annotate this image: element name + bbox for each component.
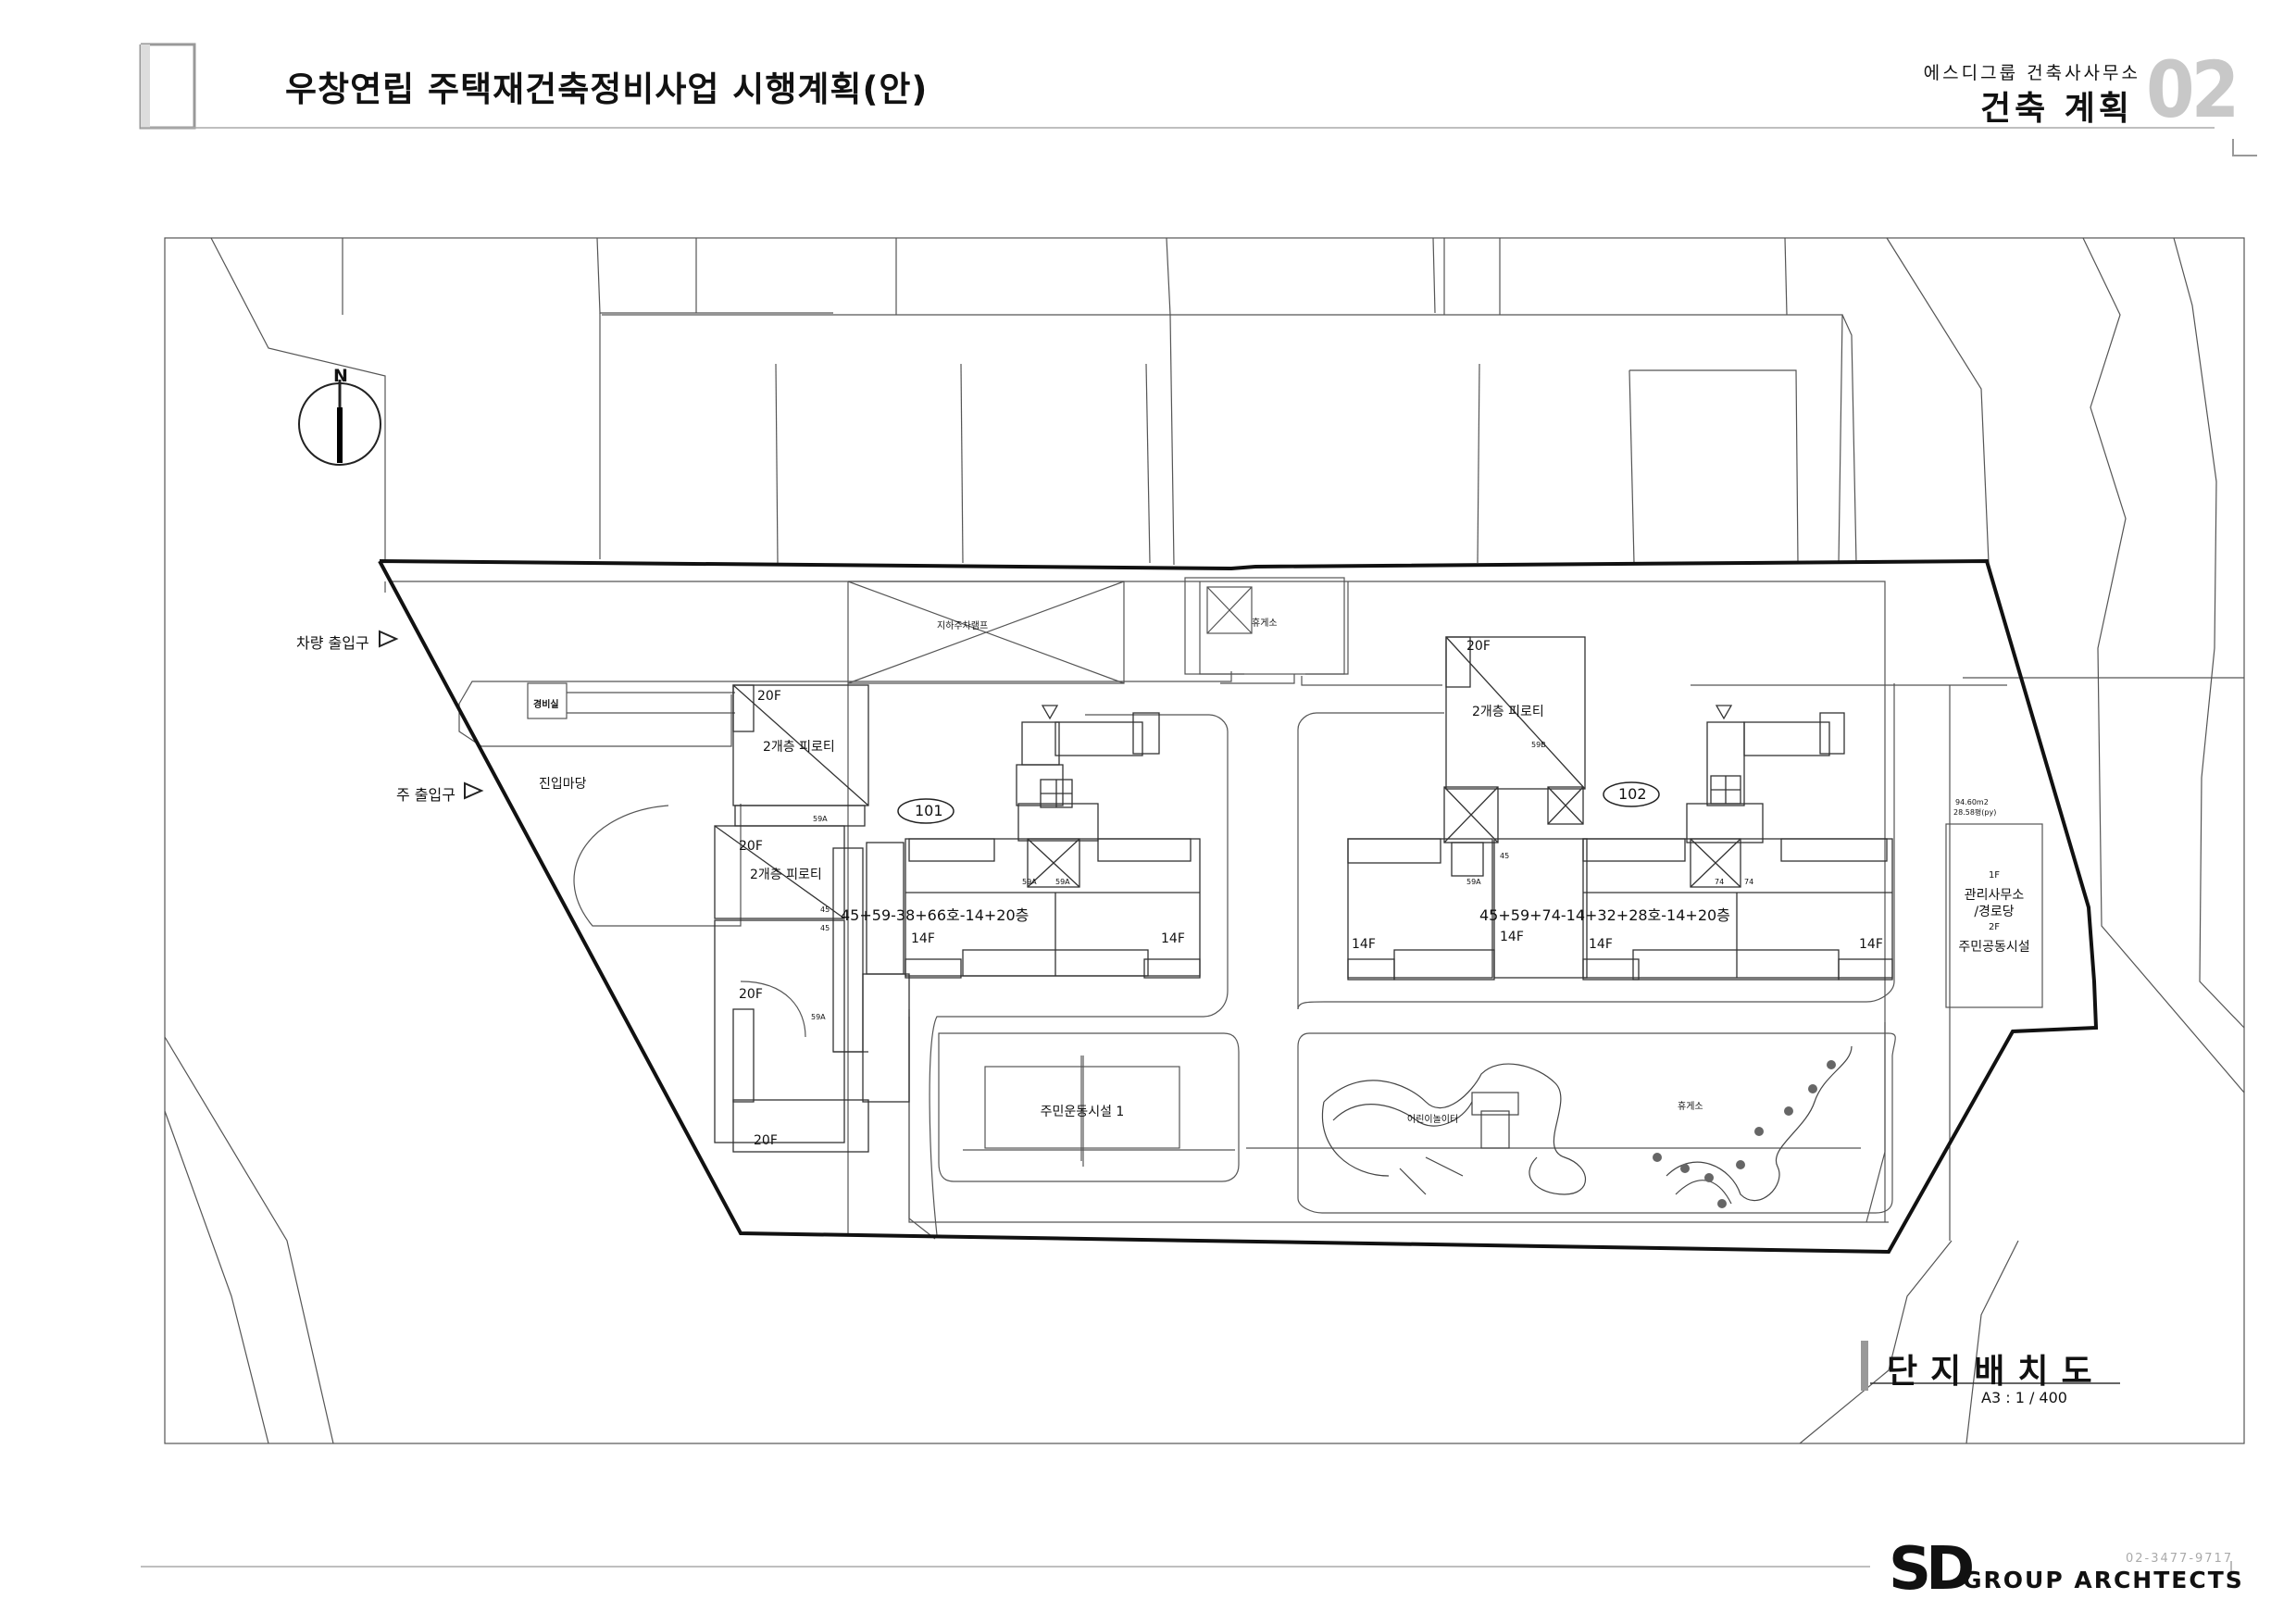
wing-101-floors-top: 20F bbox=[757, 689, 781, 704]
management-1f-name-2: /경로당 bbox=[1974, 905, 2015, 919]
management-1f-name: 관리사무소 bbox=[1964, 888, 2025, 903]
management-2f-name: 주민공동시설 bbox=[1958, 940, 2030, 955]
document-title: 우창연립 주택재건축정비사업 시행계획(안) bbox=[285, 69, 929, 109]
plan-scale: A3 : 1 / 400 bbox=[1981, 1389, 2067, 1406]
management-1f: 1F bbox=[1988, 870, 2001, 881]
building-102-floors-right: 14F bbox=[1859, 937, 1883, 952]
building-102-number: 102 bbox=[1618, 785, 1647, 803]
compass-north: N bbox=[333, 366, 348, 386]
management-pyeong: 28.58평(py) bbox=[1953, 808, 1997, 817]
parking-ramp-label: 지하주차램프 bbox=[937, 621, 989, 631]
building-102-floors-left: 14F bbox=[1352, 937, 1376, 952]
wing-101-floors-mid: 20F bbox=[739, 839, 763, 854]
building-102-floors-mid: 14F bbox=[1500, 930, 1524, 944]
phone-number: 02-3477-9717 bbox=[2126, 1552, 2234, 1566]
unit-label: 59A bbox=[1022, 878, 1037, 886]
rest-kiosk-label: 휴게소 bbox=[1252, 618, 1278, 629]
logo-text: GROUP ARCHTECTS bbox=[1963, 1567, 2244, 1593]
wing-101-floors-low: 20F bbox=[739, 987, 763, 1002]
section-number: 02 bbox=[2146, 44, 2240, 135]
unit-label: 59A bbox=[813, 815, 828, 823]
guard-house-label: 경비실 bbox=[533, 700, 559, 710]
wing-102-pilotis: 2개층 피로티 bbox=[1472, 705, 1544, 719]
header-frame bbox=[139, 43, 2257, 156]
building-101-floors-right: 14F bbox=[1161, 931, 1185, 946]
plan-title: 단지배치도 bbox=[1887, 1353, 2105, 1391]
section-title: 건축 계획 bbox=[1979, 90, 2133, 128]
unit-label: 59A bbox=[811, 1013, 826, 1021]
unit-label: 45 bbox=[820, 906, 830, 914]
wing-101-pilotis-2: 2개층 피로티 bbox=[750, 868, 822, 882]
firm-name: 에스디그룹 건축사사무소 bbox=[1923, 63, 2140, 83]
building-102-unit-mix: 45+59+74-14+32+28호-14+20층 bbox=[1479, 906, 1730, 924]
unit-label: 45 bbox=[820, 924, 830, 932]
wing-102-floors-top: 20F bbox=[1466, 639, 1491, 654]
unit-label: 74 bbox=[1715, 878, 1725, 886]
building-102-floors-center: 14F bbox=[1589, 937, 1613, 952]
unit-label: 74 bbox=[1744, 878, 1754, 886]
building-101-number: 101 bbox=[915, 802, 943, 819]
logo-mark: SD bbox=[1889, 1535, 1975, 1604]
main-entrance-label: 주 출입구 bbox=[396, 786, 455, 804]
vehicle-entrance-label: 차량 출입구 bbox=[296, 634, 369, 652]
building-101-unit-mix: 45+59-38+66호-14+20층 bbox=[841, 906, 1029, 924]
unit-label: 59A bbox=[1466, 878, 1481, 886]
unit-label: 59B bbox=[1531, 741, 1546, 749]
sports-facility-label: 주민운동시설 1 bbox=[1040, 1105, 1125, 1119]
wing-101-floors-bottom: 20F bbox=[754, 1133, 778, 1148]
north-arrow bbox=[298, 380, 381, 466]
entry-yard-label: 진입마당 bbox=[539, 777, 587, 792]
management-area: 94.60m2 bbox=[1955, 798, 1989, 806]
management-2f: 2F bbox=[1988, 922, 2001, 932]
wing-101-pilotis-1: 2개층 피로티 bbox=[763, 740, 835, 755]
unit-label: 59A bbox=[1055, 878, 1070, 886]
building-101-floors-left: 14F bbox=[911, 931, 935, 946]
playground-label: 어린이놀이터 bbox=[1407, 1115, 1459, 1125]
rest-area-label: 휴게소 bbox=[1678, 1102, 1703, 1112]
unit-label: 45 bbox=[1500, 852, 1510, 860]
